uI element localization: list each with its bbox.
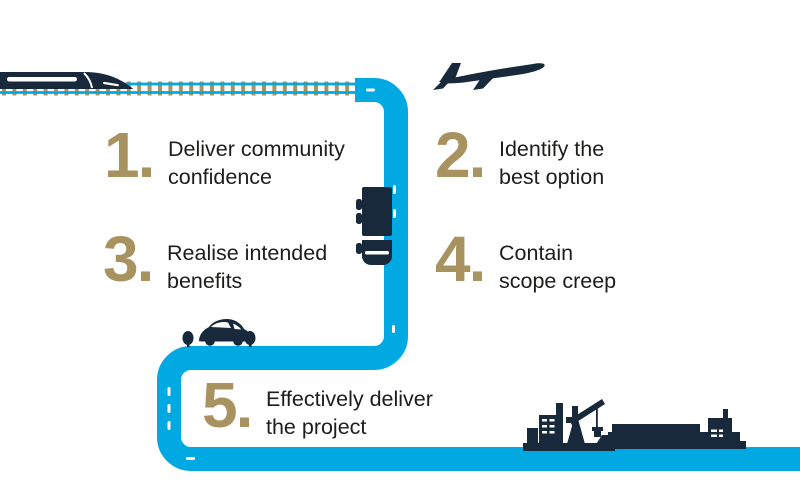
step-1-number: 1.	[104, 119, 155, 191]
step-2-label: Identify the best option	[499, 137, 605, 189]
train-icon	[0, 72, 133, 89]
step-2-number: 2.	[435, 119, 486, 191]
step-5: 5. Effectively deliver the project	[202, 373, 433, 441]
step-4-number: 4.	[435, 223, 486, 295]
step-3-number: 3.	[103, 223, 154, 295]
road-path	[157, 78, 800, 471]
step-1-label: Deliver community confidence	[168, 137, 345, 189]
port-buildings-icon	[523, 403, 615, 451]
step-4-label: Contain scope creep	[499, 241, 617, 293]
step-3-label: Realise intended benefits	[167, 241, 328, 293]
step-3: 3. Realise intended benefits	[103, 227, 328, 295]
step-2: 2. Identify the best option	[435, 123, 605, 191]
crane-icon	[566, 399, 605, 444]
truck-icon	[356, 187, 392, 265]
step-5-label: Effectively deliver the project	[266, 387, 433, 439]
step-1: 1. Deliver community confidence	[104, 123, 345, 191]
airplane-icon	[433, 63, 545, 90]
cargo-ship-icon	[593, 409, 746, 449]
road-centerline-dashes	[167, 88, 396, 460]
step-5-number: 5.	[202, 369, 253, 441]
car-icon	[199, 319, 251, 346]
step-4: 4. Contain scope creep	[435, 227, 617, 295]
